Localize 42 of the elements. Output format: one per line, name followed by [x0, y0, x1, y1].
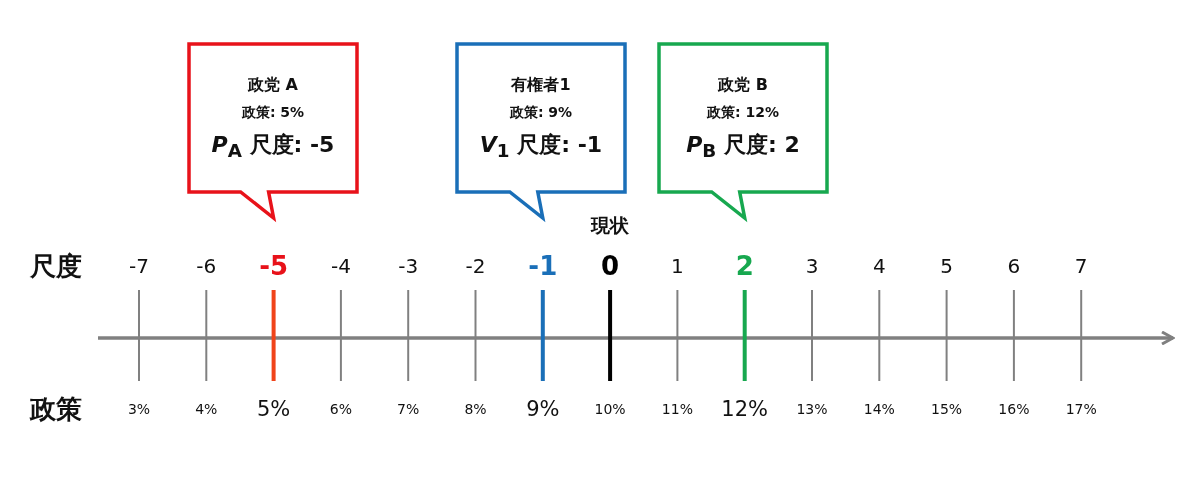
row-header: 尺度 — [30, 249, 82, 283]
callout-text: 有権者1 — [511, 74, 571, 96]
policy-value: 17% — [1065, 401, 1097, 417]
policy-value: 13% — [796, 401, 828, 417]
callout-text: P$_{B}$ 尺度: 2 — [686, 130, 800, 162]
policy-value: 14% — [863, 401, 895, 417]
policy-value: 3% — [127, 401, 151, 417]
scale-value: 3 — [805, 254, 819, 278]
callout-text: 政党 A — [248, 74, 298, 96]
policy-value: 12% — [721, 397, 769, 421]
scale-value: 2 — [735, 251, 754, 281]
policy-value: 11% — [661, 401, 693, 417]
row-header: 政策 — [30, 392, 82, 426]
callout-text: 政策: 9% — [509, 103, 573, 122]
callout-text: V$_{1}$ 尺度: -1 — [479, 130, 603, 162]
scale-value: -4 — [330, 254, 351, 278]
callout-text: 政策: 5% — [241, 103, 305, 122]
callout-text: 政策: 12% — [707, 103, 779, 122]
policy-value: 9% — [526, 397, 560, 421]
policy-value: 16% — [998, 401, 1030, 417]
policy-value: 15% — [931, 401, 963, 417]
scale-value: 4 — [872, 254, 886, 278]
policy-value: 4% — [195, 401, 218, 417]
status-quo-label: 現状 — [591, 213, 630, 238]
policy-value: 6% — [329, 401, 352, 417]
scale-value: 0 — [601, 251, 620, 281]
scale-value: -5 — [259, 251, 289, 281]
scale-value: 6 — [1007, 254, 1021, 278]
scale-value: -2 — [465, 254, 486, 278]
policy-value: 7% — [397, 401, 420, 417]
callout-text: 政党 B — [718, 74, 768, 96]
scale-value: -3 — [398, 254, 419, 278]
policy-value: 8% — [464, 401, 487, 417]
scale-value: -6 — [196, 254, 217, 278]
policy-value: 5% — [256, 397, 291, 421]
scale-value: 7 — [1074, 254, 1088, 278]
scale-value: -7 — [129, 254, 149, 278]
scale-value: 1 — [671, 254, 684, 278]
scale-value: 5 — [940, 254, 953, 278]
callout-text: P$_{A}$ 尺度: -5 — [211, 130, 335, 162]
scale-value: -1 — [528, 251, 558, 281]
policy-value: 10% — [594, 401, 626, 417]
